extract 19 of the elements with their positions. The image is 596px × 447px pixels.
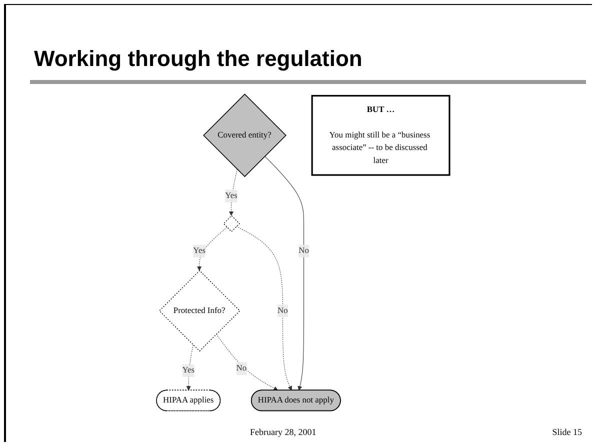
- arrow: [264, 156, 304, 391]
- node-box: BUT … You might still be a “business associate” -- to be discussed later: [311, 94, 450, 176]
- arrow: [216, 334, 278, 391]
- node-diamond: Covered entity?: [203, 94, 286, 178]
- node-diamond: [223, 215, 240, 232]
- slide-number: Slide 15: [552, 427, 582, 437]
- slide-title: Working through the regulation: [34, 46, 362, 72]
- edge-label: Yes: [193, 246, 206, 256]
- arrow: [186, 344, 194, 391]
- edge-label: No: [298, 246, 309, 256]
- edge-label: No: [236, 364, 247, 373]
- edge-label: No: [278, 306, 288, 316]
- arrow: [197, 226, 228, 271]
- arrow: [228, 168, 238, 216]
- footer-date: February 28, 2001: [250, 427, 316, 437]
- edge-label: Yes: [182, 366, 195, 375]
- edge-label: Yes: [225, 191, 238, 200]
- node-diamond: Protected Info?: [158, 270, 240, 352]
- arrow: [236, 226, 292, 391]
